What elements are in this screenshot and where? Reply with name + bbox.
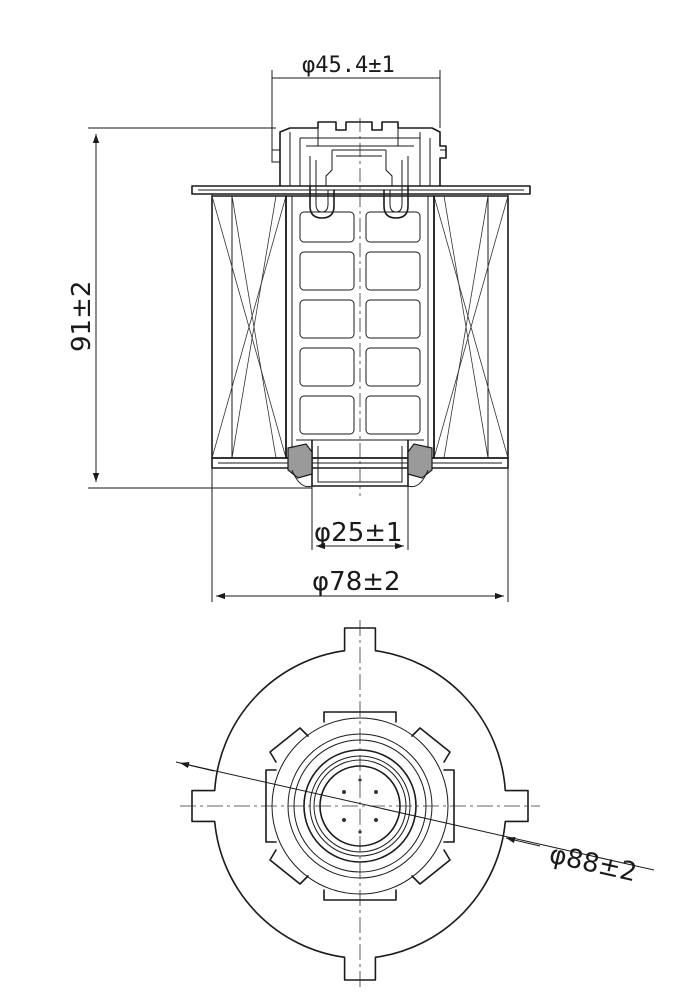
- label-plate-diameter: φ88±2: [546, 840, 639, 889]
- label-body-diameter: φ78±2: [312, 567, 401, 597]
- dim-top-diameter: φ45.4±1: [271, 53, 441, 150]
- label-top-diameter: φ45.4±1: [302, 53, 395, 78]
- top-view: φ88±2: [175, 620, 655, 990]
- dim-overall-height: 91±2: [67, 127, 312, 489]
- dim-body-diameter: φ78±2: [211, 468, 509, 602]
- side-view: φ45.4±1 91±2 φ25±1 φ78±2: [67, 53, 531, 602]
- dim-plate-diameter: φ88±2: [175, 761, 655, 889]
- label-inner-diameter: φ25±1: [314, 518, 403, 548]
- label-overall-height: 91±2: [67, 281, 97, 352]
- outer-plate: [191, 627, 529, 981]
- dim-inner-diameter: φ25±1: [311, 486, 409, 550]
- top-cap: [271, 121, 447, 219]
- bottom-cap: [211, 439, 509, 488]
